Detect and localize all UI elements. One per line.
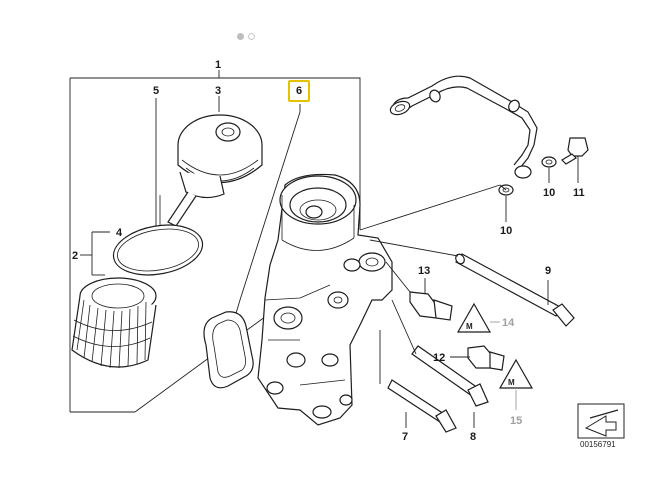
banjo-bolt (561, 137, 589, 165)
carousel-dot[interactable] (248, 33, 255, 41)
diagram-doc-number: 00156791 (580, 440, 616, 449)
callout-10-upper[interactable]: 10 (543, 187, 555, 199)
filter-housing-cap (150, 114, 263, 263)
callout-11[interactable]: 11 (573, 187, 585, 199)
callout-3[interactable]: 3 (215, 85, 221, 97)
callout-6: 6 (295, 85, 303, 97)
torque-symbol-lower: M (498, 358, 534, 389)
callout-14[interactable]: 14 (502, 317, 515, 329)
washer-upper (541, 156, 557, 168)
callout-5[interactable]: 5 (153, 85, 159, 97)
callout-labels: 1 3 5 4 2 10 11 10 9 13 14 12 15 7 8 (72, 59, 585, 443)
gasket (203, 311, 254, 389)
oil-line (389, 75, 538, 179)
callout-12[interactable]: 12 (433, 352, 445, 364)
callout-13[interactable]: 13 (418, 265, 430, 277)
o-ring (112, 224, 204, 276)
callout-2[interactable]: 2 (72, 250, 78, 262)
leader-lines (359, 156, 579, 428)
oil-filter-element (71, 277, 157, 369)
bolt-eight (411, 345, 489, 407)
callout-1[interactable]: 1 (215, 59, 221, 71)
bolt-long (455, 253, 575, 327)
bracket-lines (69, 70, 371, 413)
view-direction-icon (577, 403, 625, 439)
svg-text:M: M (508, 378, 515, 387)
callout-6-highlight[interactable]: 6 (288, 80, 310, 102)
svg-text:M: M (466, 322, 473, 331)
callout-4[interactable]: 4 (116, 227, 123, 239)
bolt-seven (387, 379, 457, 433)
callout-8[interactable]: 8 (470, 431, 476, 443)
callout-15[interactable]: 15 (510, 415, 522, 427)
temperature-sensor (409, 291, 453, 321)
carousel-pager[interactable] (237, 28, 259, 41)
callout-10-lower[interactable]: 10 (500, 225, 512, 237)
carousel-dot-active[interactable] (237, 33, 244, 41)
callout-7[interactable]: 7 (402, 431, 408, 443)
pressure-sensor (467, 345, 505, 371)
callout-9[interactable]: 9 (545, 265, 551, 277)
oil-filter-housing (257, 173, 393, 426)
torque-symbol-upper: M (456, 302, 492, 333)
